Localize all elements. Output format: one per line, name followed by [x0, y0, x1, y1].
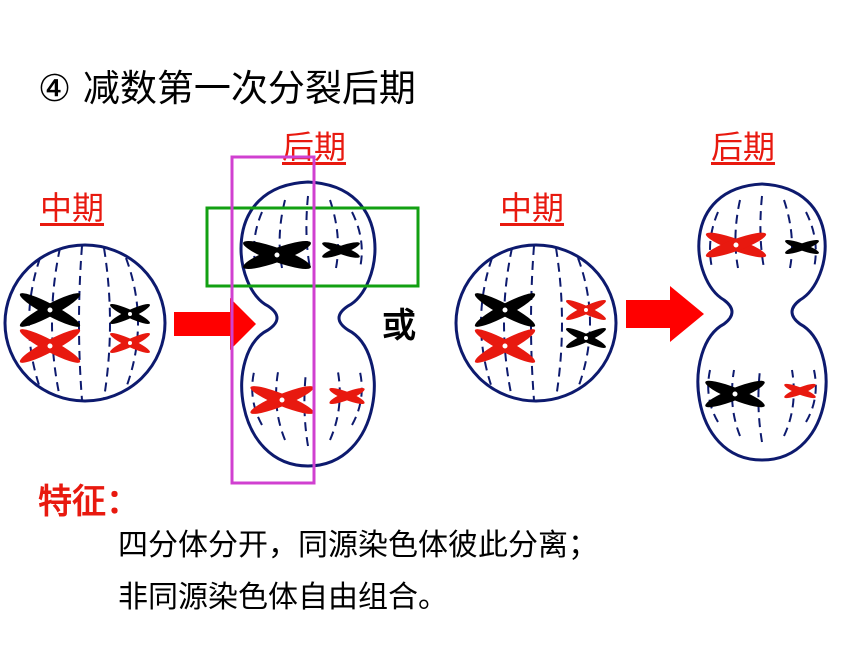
features-line-2: 非同源染色体自由组合。 — [118, 580, 448, 615]
chromosome-dark-small-right — [785, 240, 819, 254]
chromosome-red-large-right — [705, 232, 767, 258]
tetrad-dark-large-right — [474, 293, 536, 327]
features-line-1: 四分体分开，同源染色体彼此分离； — [118, 528, 598, 563]
cell-anaphase-right — [696, 182, 828, 462]
label-anaphase-right: 后期 — [711, 128, 776, 166]
label-metaphase-left: 中期 — [40, 189, 105, 227]
cell-metaphase-right — [454, 243, 618, 403]
chromosome-dark-large — [243, 241, 311, 269]
chromosome-red-small-right — [784, 383, 816, 399]
highlight-box-magenta — [230, 155, 316, 485]
tetrad-red-large — [19, 329, 81, 363]
tetrad-red-small — [109, 333, 151, 353]
chromosome-dark-small — [322, 242, 360, 258]
tetrad-red-large-right — [474, 329, 536, 363]
features-label: 特征： — [38, 482, 140, 522]
label-metaphase-right: 中期 — [500, 189, 565, 227]
tetrad-red-small-right — [565, 300, 607, 320]
tetrad-dark-large — [19, 293, 81, 327]
cell-metaphase-left — [3, 243, 167, 403]
cell-anaphase-left — [239, 180, 377, 468]
chromosome-dark-large-right — [705, 380, 765, 408]
or-label: 或 — [382, 306, 416, 346]
chromosome-red-small — [329, 387, 365, 405]
page-title: ④ 减数第一次分裂后期 — [38, 67, 416, 110]
arrow-right-icon-2 — [626, 286, 704, 342]
tetrad-dark-small-right — [565, 328, 607, 348]
tetrad-dark-small — [109, 304, 151, 324]
arrow-right-icon — [174, 298, 256, 350]
chromosome-red-large — [250, 386, 314, 414]
